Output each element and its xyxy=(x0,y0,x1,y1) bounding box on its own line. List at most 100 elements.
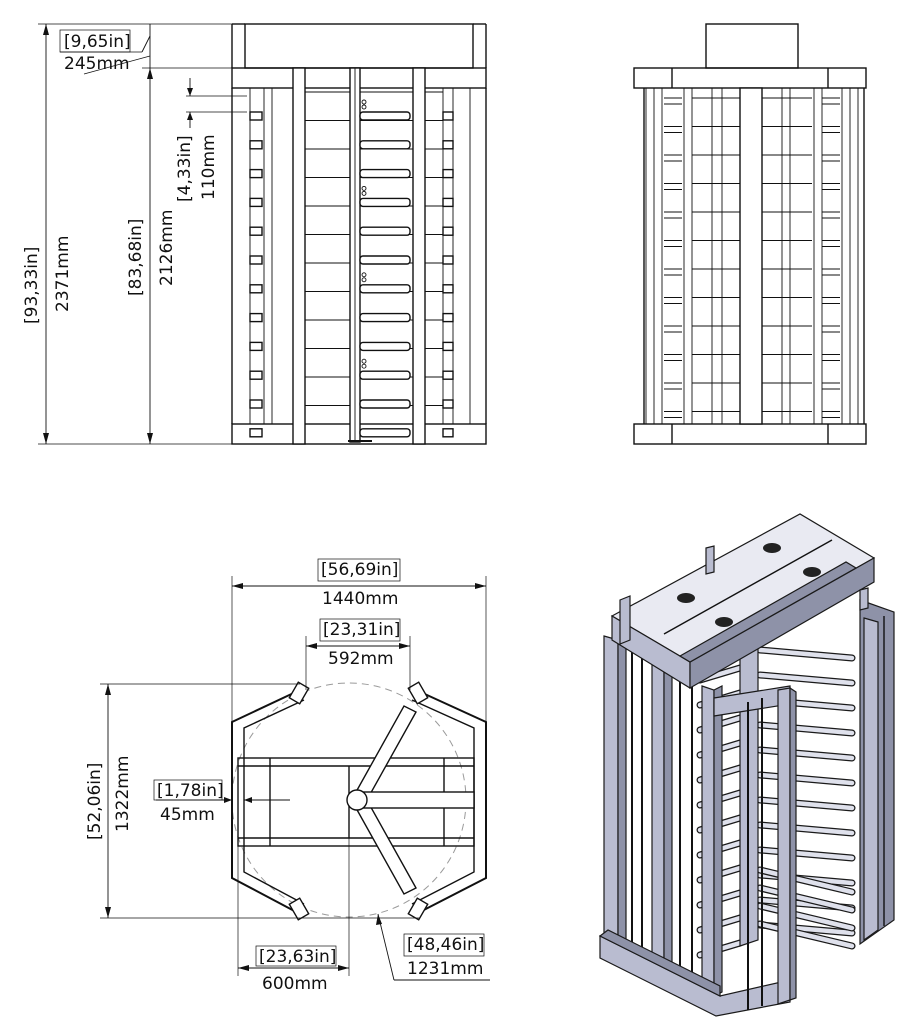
side-view xyxy=(633,23,867,445)
dim-total-height-mm: 2371mm xyxy=(53,236,73,312)
iso-arm-tube-low-inner xyxy=(757,903,855,931)
front-bolt xyxy=(361,358,367,364)
front-arm-stub-right xyxy=(359,168,411,179)
front-arm-stub-left xyxy=(249,255,263,265)
dim-depth-mm: 1322mm xyxy=(113,756,133,832)
front-arm-stub-left xyxy=(249,168,263,179)
iso-top-hole-2 xyxy=(763,543,781,553)
iso-arm-tube-inner xyxy=(757,772,855,786)
front-view: [93,33in] 2371mm [83,68in] 2126mm [9,65i… xyxy=(22,23,487,445)
dim-half-width-in: [23,63in] xyxy=(259,947,336,967)
dim-top-box-in: [9,65in] xyxy=(64,32,131,52)
dim-rotor-diameter-mm: 1231mm xyxy=(407,959,483,979)
front-bolt xyxy=(361,363,367,369)
front-bolt xyxy=(361,99,367,105)
dim-arm-spacing-in: [4,33in] xyxy=(175,135,195,202)
dim-half-width-mm: 600mm xyxy=(262,974,328,994)
iso-top-hole-1 xyxy=(677,593,695,603)
dim-overall-width-in: [56,69in] xyxy=(321,560,398,580)
front-post-right xyxy=(412,67,426,445)
front-arm-stub-far xyxy=(442,168,454,179)
top-rotor-hub xyxy=(346,789,368,811)
side-horizontal-rails xyxy=(664,97,840,418)
front-rotor-arms xyxy=(249,99,454,438)
iso-arm-tube-inner xyxy=(757,647,855,661)
iso-arm-tube-inner xyxy=(757,822,855,836)
iso-front-post xyxy=(777,687,791,1005)
front-arm-stub-left xyxy=(249,341,263,352)
front-top-box xyxy=(244,23,474,69)
front-arm-stub-left xyxy=(249,284,263,294)
front-arm-stub-far xyxy=(442,428,454,438)
side-vertical-bars xyxy=(643,88,865,424)
iso-arm-tube-low-inner xyxy=(757,885,855,913)
front-arm-stub-right xyxy=(359,341,411,352)
side-bottom-beam xyxy=(633,423,867,445)
iso-arm-tube-inner xyxy=(757,722,855,736)
iso-left-post-1 xyxy=(603,635,619,947)
iso-left-post-2 xyxy=(651,663,665,975)
side-rotor-shaft xyxy=(739,87,763,425)
top-frame-left xyxy=(231,689,301,915)
side-top-beam xyxy=(633,67,867,89)
front-arm-stub-left xyxy=(249,399,263,409)
iso-left-post-3 xyxy=(701,685,715,997)
front-arm-stub-right xyxy=(359,312,411,323)
top-rotor-arm-3 xyxy=(357,791,475,809)
front-arm-stub-right xyxy=(359,284,411,294)
front-arm-stub-far xyxy=(442,197,454,208)
iso-arm-tube-inner xyxy=(757,797,855,811)
dim-leader-rotor-diameter xyxy=(377,913,395,981)
front-arm-stub-far xyxy=(442,370,454,380)
front-arm-stub-left xyxy=(249,226,263,236)
front-arm-stub-right xyxy=(359,226,411,236)
dim-top-box-mm: 245mm xyxy=(64,54,130,74)
dim-offset-mm: 45mm xyxy=(160,805,215,825)
dim-overall-width-mm: 1440mm xyxy=(322,589,398,609)
front-arm-stub-right xyxy=(359,140,411,150)
side-top-box xyxy=(705,23,799,69)
front-arm-stub-right xyxy=(359,255,411,265)
front-bolt xyxy=(361,190,367,196)
dim-total-height-in: [93,33in] xyxy=(22,247,42,324)
front-arm-stub-left xyxy=(249,312,263,323)
top-frame-right xyxy=(415,689,487,915)
front-arm-stub-left xyxy=(249,140,263,150)
front-arm-stub-far xyxy=(442,255,454,265)
dim-offset-in: [1,78in] xyxy=(157,781,224,801)
front-arm-stub-left xyxy=(249,197,263,208)
iso-arm-tube-low-inner xyxy=(757,921,855,949)
front-arm-stub-left xyxy=(249,111,263,121)
iso-arm-tube-inner xyxy=(757,672,855,686)
top-view: [56,69in] 1440mm [23,31in] 592mm [52,06i… xyxy=(85,558,490,994)
dim-passage-width-mm: 592mm xyxy=(328,649,394,669)
dim-frame-height-in: [83,68in] xyxy=(126,219,146,296)
front-bolt xyxy=(361,272,367,278)
dim-rotor-diameter-in: [48,46in] xyxy=(407,935,484,955)
front-bolt xyxy=(361,277,367,283)
top-rotor-arm-2 xyxy=(355,801,417,895)
dim-depth-in: [52,06in] xyxy=(85,763,105,840)
front-arm-stub-far xyxy=(442,284,454,294)
front-arm-stub-far xyxy=(442,341,454,352)
front-bolt xyxy=(361,104,367,110)
isometric-view xyxy=(598,513,895,1017)
front-arm-stub-far xyxy=(442,312,454,323)
dim-passage-width-in: [23,31in] xyxy=(323,620,400,640)
front-arm-stub-left xyxy=(249,370,263,380)
iso-arm-tube-low-inner xyxy=(757,867,855,895)
top-rotor-arm-1 xyxy=(355,705,417,799)
front-arm-stub-far xyxy=(442,111,454,121)
front-arm-stub-right xyxy=(359,197,411,208)
front-arm-stub-right xyxy=(359,111,411,121)
iso-top-hole-3 xyxy=(715,617,733,627)
iso-top-hole-4 xyxy=(803,567,821,577)
front-arm-stub-far xyxy=(442,140,454,150)
front-arm-stub-left xyxy=(249,428,263,438)
front-post-left xyxy=(292,67,306,445)
front-arm-stub-right xyxy=(359,370,411,380)
iso-arm-tube-inner xyxy=(757,847,855,861)
front-arm-stub-far xyxy=(442,226,454,236)
front-arm-stub-right xyxy=(359,428,411,438)
